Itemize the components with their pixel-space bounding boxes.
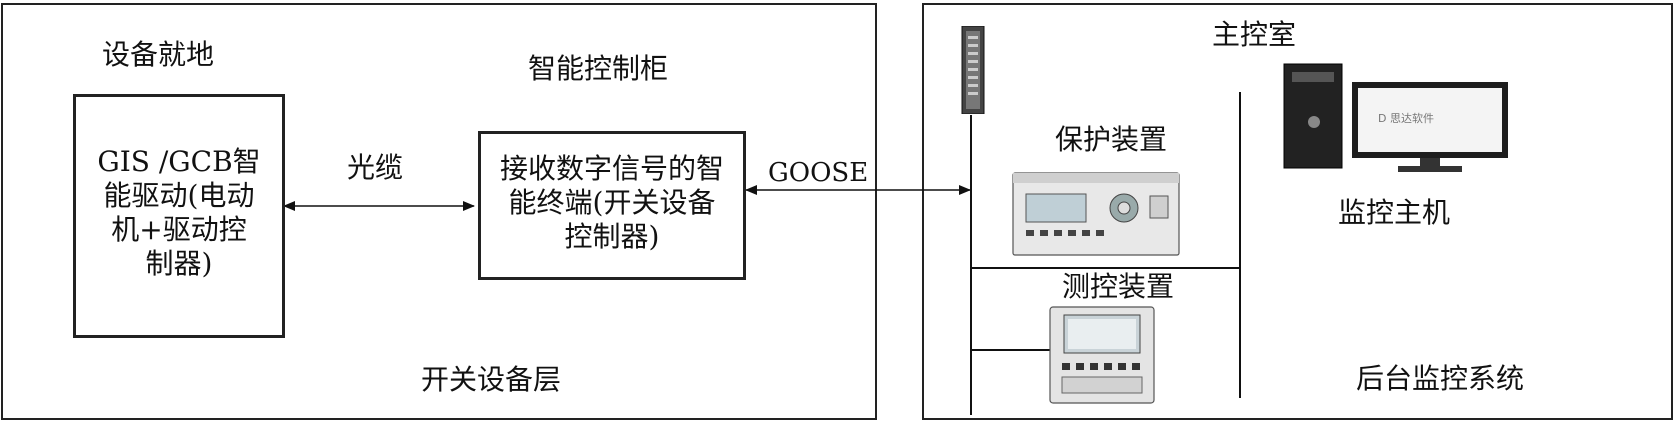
gis-box-line4: 制器): [76, 247, 282, 281]
monitor-host-image: D 思达软件: [1282, 62, 1510, 176]
protection-device-label: 保护装置: [1055, 123, 1167, 157]
smart-cabinet-label: 智能控制柜: [528, 52, 668, 86]
equipment-site-label: 设备就地: [102, 38, 214, 72]
terminal-box-line2: 能终端(开关设备: [481, 186, 743, 220]
monitor-screen-logo: D 思达软件: [1378, 110, 1434, 126]
terminal-box-line3: 控制器): [481, 220, 743, 254]
smart-terminal-box: 接收数字信号的智 能终端(开关设备 控制器): [478, 131, 746, 280]
terminal-box-line1: 接收数字信号的智: [481, 152, 743, 186]
measure-control-device-image: [1048, 305, 1156, 405]
backend-monitoring-system-label: 后台监控系统: [1356, 362, 1524, 396]
switchgear-layer-label: 开关设备层: [421, 363, 561, 397]
fiber-cable-label: 光缆: [347, 151, 403, 185]
protection-device-image: [1012, 170, 1182, 260]
gis-box-line2: 能驱动(电动: [76, 179, 282, 213]
measure-control-device-label: 测控装置: [1062, 270, 1174, 304]
gis-box-line3: 机+驱动控: [76, 213, 282, 247]
gis-box-line1: GIS /GCB智: [76, 145, 282, 179]
network-switch-image: [958, 26, 988, 114]
monitor-host-label: 监控主机: [1338, 196, 1450, 230]
gis-gcb-drive-box: GIS /GCB智 能驱动(电动 机+驱动控 制器): [73, 94, 285, 338]
main-control-room-title: 主控室: [1212, 18, 1296, 52]
goose-label: GOOSE: [768, 158, 868, 189]
